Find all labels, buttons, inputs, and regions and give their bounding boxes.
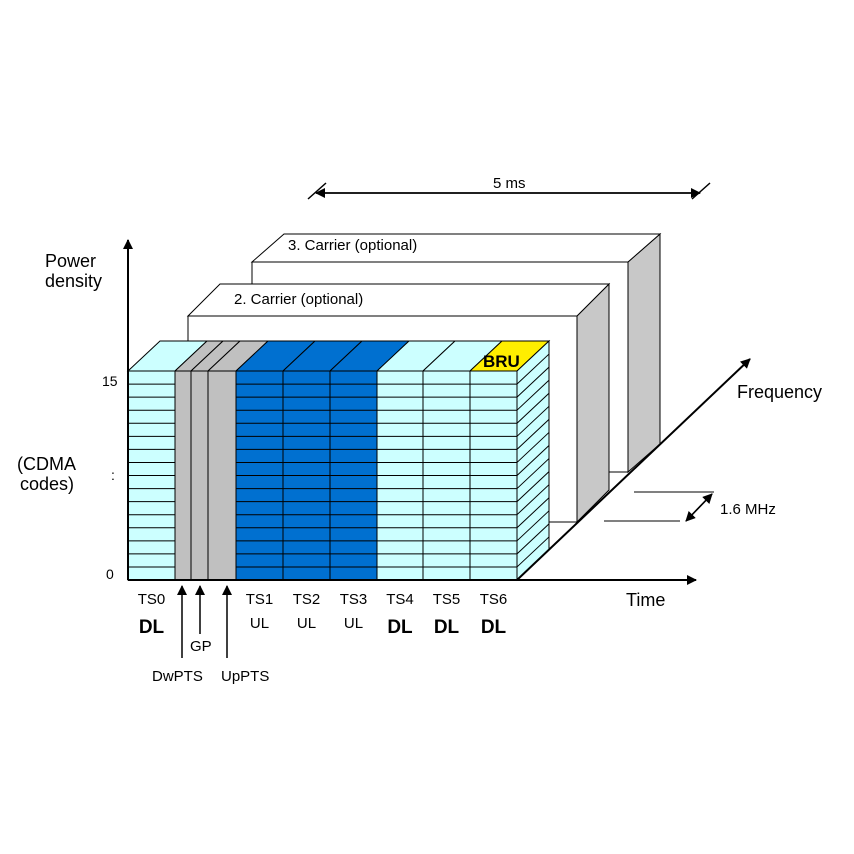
duration-dimension — [307, 182, 711, 200]
slot-dir-ts3: UL — [344, 615, 363, 632]
power-axis-label-2: density — [45, 271, 102, 291]
bandwidth-dimension — [604, 491, 714, 522]
special-field-pointers — [177, 585, 232, 658]
slot-name-ts5: TS5 — [433, 591, 461, 608]
cdma-label-1: (CDMA — [17, 454, 76, 474]
slot-name-ts6: TS6 — [480, 591, 508, 608]
slot-ts5 — [422, 370, 471, 581]
slot-dir-ts1: UL — [250, 615, 269, 632]
uppts-field — [207, 370, 237, 581]
tick-mid: : — [111, 467, 115, 483]
carrier-3-label: 3. Carrier (optional) — [288, 237, 417, 254]
dwpts-label: DwPTS — [152, 668, 203, 685]
frequency-axis — [516, 358, 751, 581]
bandwidth-label: 1.6 MHz — [720, 501, 776, 518]
slot-name-ts1: TS1 — [246, 591, 274, 608]
uppts-label: UpPTS — [221, 668, 269, 685]
dwpts-field — [174, 370, 192, 581]
frame-side-face — [516, 339, 550, 582]
slot-ts4 — [376, 370, 424, 581]
bru-label: BRU — [483, 352, 520, 371]
slot-dir-ts0: DL — [139, 617, 165, 638]
slot-dir-ts2: UL — [297, 615, 316, 632]
slot-dir-ts6: DL — [481, 617, 507, 638]
slot-ts0 — [127, 370, 176, 581]
carrier-2-label: 2. Carrier (optional) — [234, 291, 363, 308]
slot-ts2 — [282, 370, 331, 581]
slot-name-ts4: TS4 — [386, 591, 414, 608]
gp-field — [190, 370, 209, 581]
cdma-label-2: codes) — [20, 474, 74, 494]
slot-name-ts0: TS0 — [138, 591, 166, 608]
slot-dir-ts4: DL — [387, 617, 413, 638]
tick-15: 15 — [102, 373, 118, 389]
slot-name-ts3: TS3 — [340, 591, 368, 608]
power-axis-label-1: Power — [45, 251, 96, 271]
gp-label: GP — [190, 638, 212, 655]
slot-name-ts2: TS2 — [293, 591, 321, 608]
tick-0: 0 — [106, 566, 114, 582]
slot-ts3 — [329, 370, 378, 581]
slot-dir-ts5: DL — [434, 617, 460, 638]
time-axis-label: Time — [626, 590, 665, 610]
frequency-axis-label: Frequency — [737, 382, 822, 402]
slot-ts6 — [469, 370, 518, 581]
slot-ts1 — [235, 370, 284, 581]
duration-label: 5 ms — [493, 175, 526, 192]
frame-front-face — [127, 370, 518, 581]
